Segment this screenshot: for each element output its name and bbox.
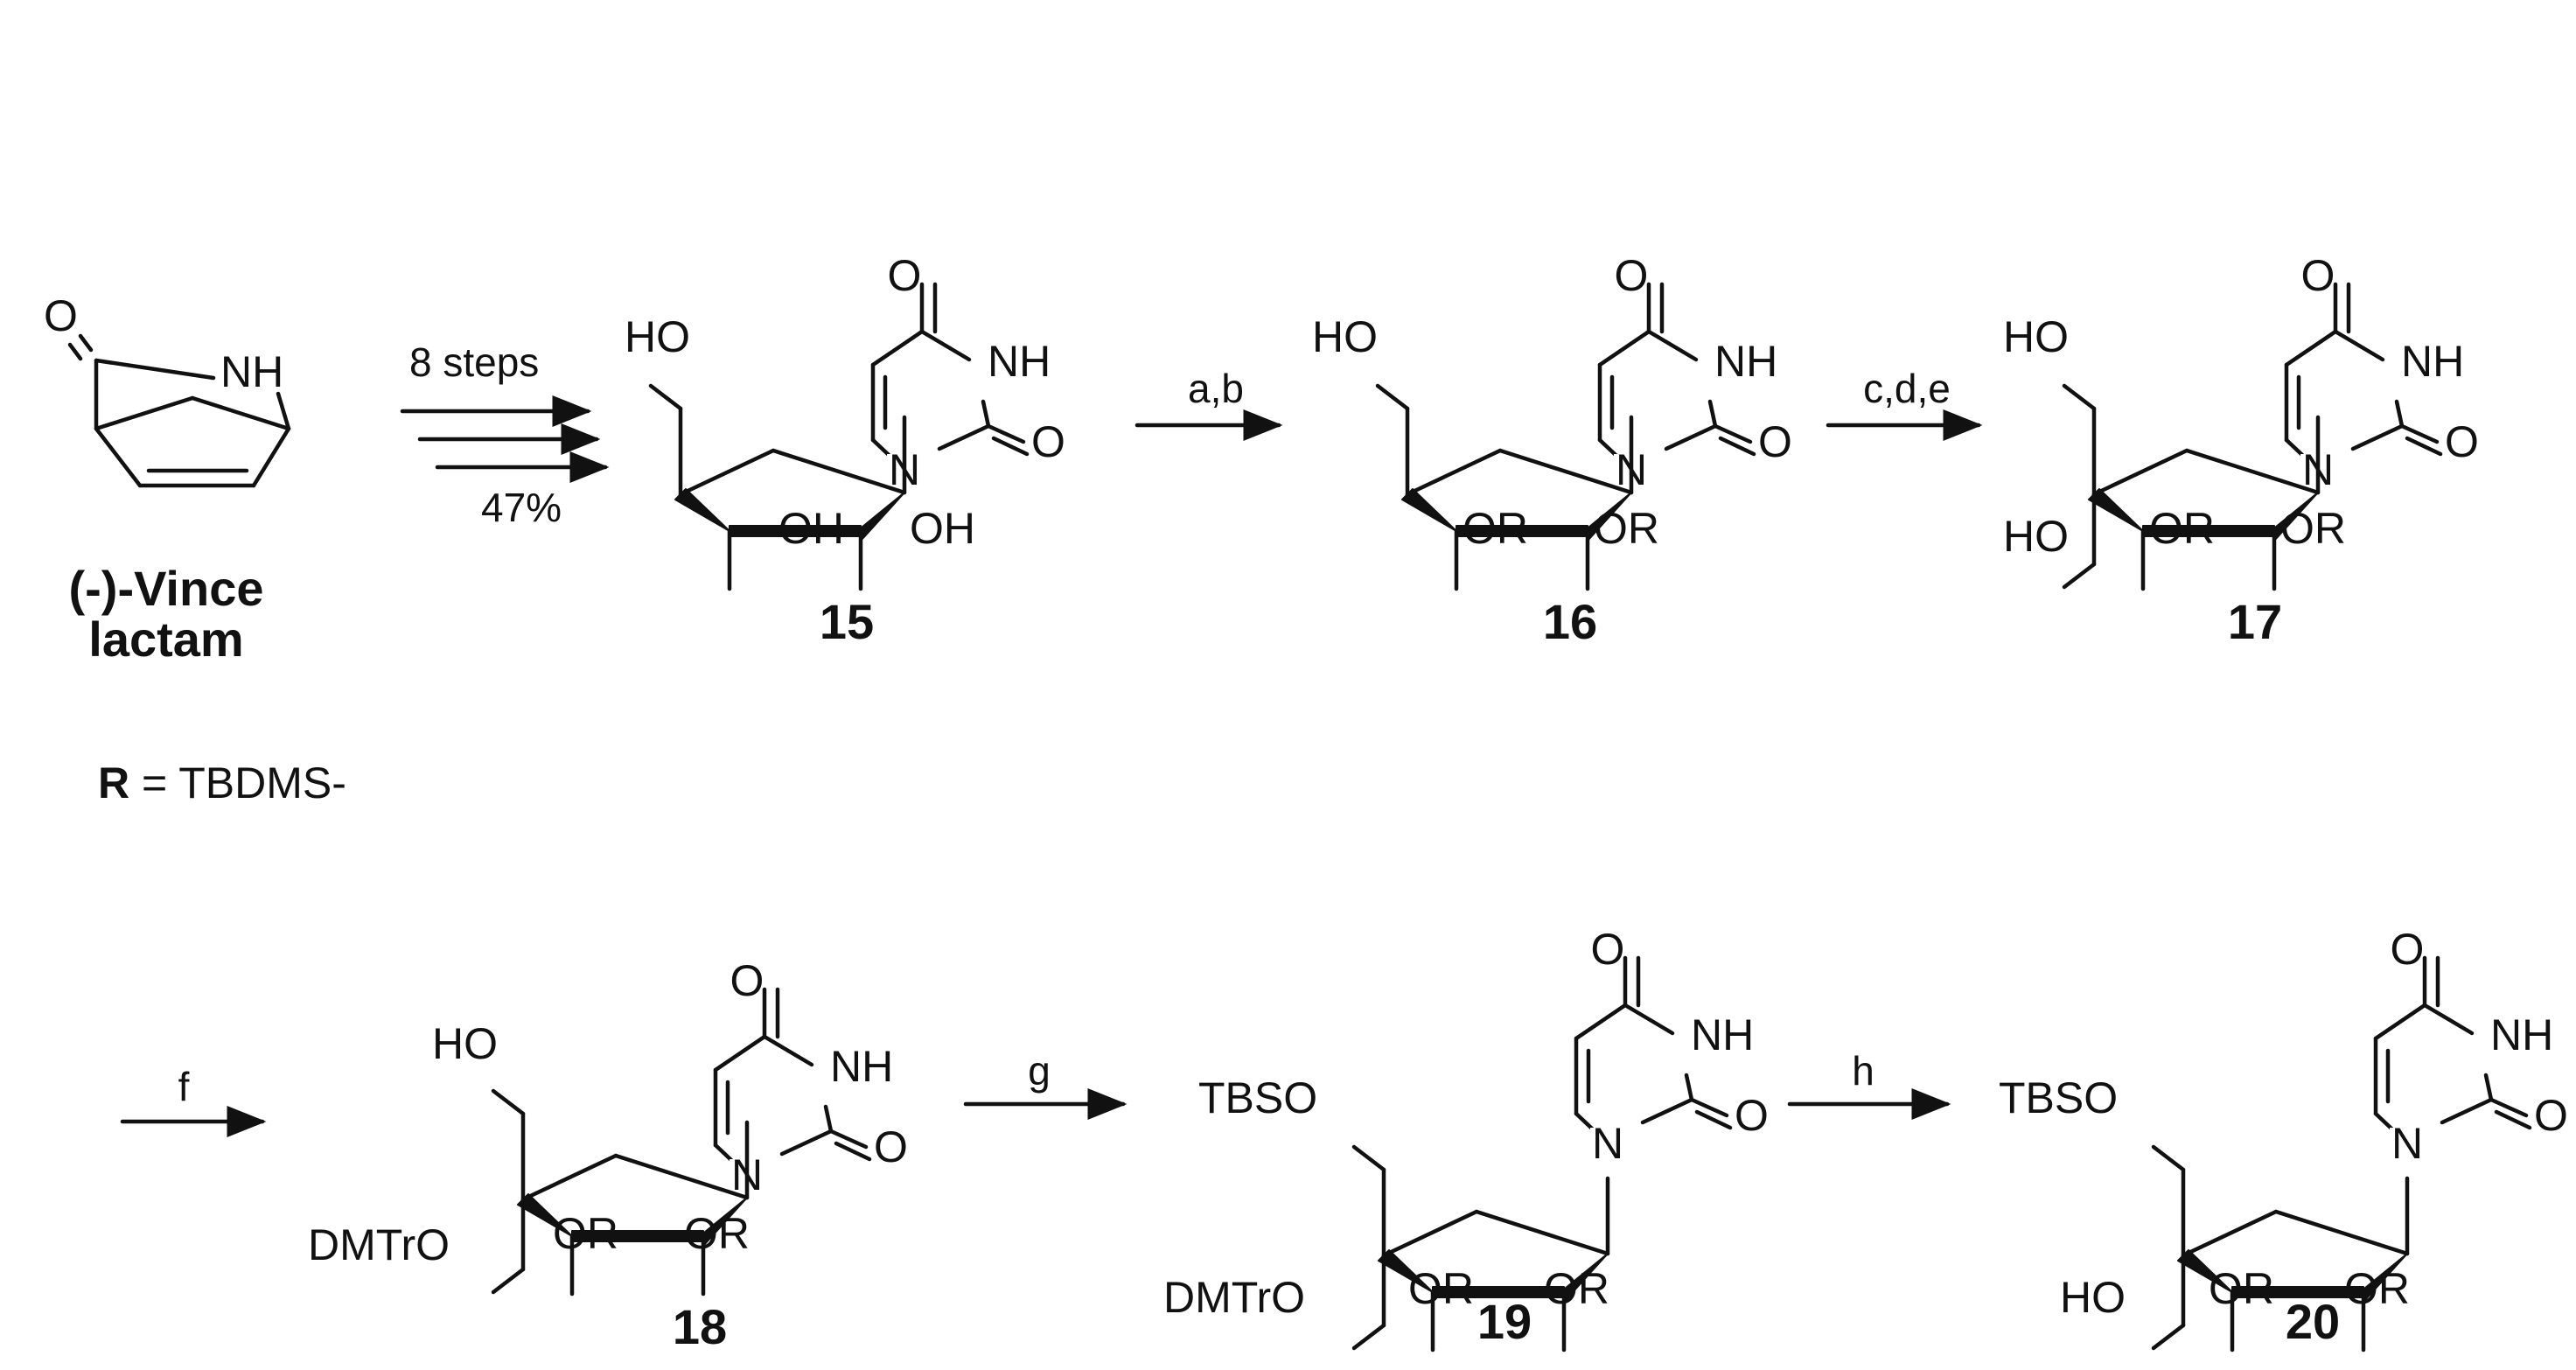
c18-or2-label: OR xyxy=(684,1209,750,1258)
compound-17: O NH O N HO HO OR OR 17 xyxy=(2003,251,2479,649)
c16-ho-label: HO xyxy=(1312,312,1378,361)
c20-n1-label: N xyxy=(2391,1119,2423,1168)
c18-or3-label: OR xyxy=(553,1209,618,1258)
compound-19-number: 19 xyxy=(1477,1294,1532,1349)
c16-or3-label: OR xyxy=(1463,504,1528,553)
c19-o2-label: O xyxy=(1735,1091,1769,1140)
c15-o2-label: O xyxy=(1031,417,1065,466)
arrow-cde: c,d,e xyxy=(1826,366,1983,441)
arrow-ab: a,b xyxy=(1134,366,1283,441)
compound-18-number: 18 xyxy=(673,1299,727,1354)
c15-o4-label: O xyxy=(888,251,922,300)
c17-o4-label: O xyxy=(2301,251,2335,300)
c17-nh-label: NH xyxy=(2401,337,2464,386)
c20-or3-label: OR xyxy=(2209,1264,2274,1313)
c19-o4-label: O xyxy=(1591,925,1625,974)
c19-dmtro-label: DMTrO xyxy=(1163,1273,1305,1322)
c15-ho-label: HO xyxy=(625,312,690,361)
arrow-g-label: g xyxy=(1028,1048,1051,1094)
arrow-g: g xyxy=(963,1048,1127,1120)
compound-16-number: 16 xyxy=(1543,594,1597,649)
arrow-cde-label: c,d,e xyxy=(1863,366,1951,411)
c19-or3-label: OR xyxy=(1408,1264,1474,1313)
c17-ho-top-label: HO xyxy=(2003,312,2069,361)
c16-nh-label: NH xyxy=(1714,337,1777,386)
vince-name-line2: lactam xyxy=(88,612,243,667)
c17-or3-label: OR xyxy=(2149,504,2215,553)
c16-o4-label: O xyxy=(1615,251,1649,300)
c18-nh-label: NH xyxy=(830,1042,893,1091)
c19-tbso-label: TBSO xyxy=(1198,1073,1317,1122)
arrow-ab-label: a,b xyxy=(1188,366,1244,411)
r-symbol: R xyxy=(98,758,129,807)
compound-15-number: 15 xyxy=(820,594,874,649)
c16-o2-label: O xyxy=(1758,417,1792,466)
vince-name-line1: (-)-Vince xyxy=(69,561,264,616)
vince-oxygen-label: O xyxy=(44,291,78,340)
arrow-8-steps-label: 8 steps xyxy=(409,339,539,385)
c20-or2-label: OR xyxy=(2344,1264,2410,1313)
arrow-h-label: h xyxy=(1852,1048,1874,1094)
arrow-f: f xyxy=(120,1064,267,1137)
compound-18: O NH O N HO DMTrO OR OR 18 xyxy=(308,956,908,1354)
c18-o4-label: O xyxy=(730,956,764,1005)
arrow-f-label: f xyxy=(178,1064,190,1109)
c17-o2-label: O xyxy=(2445,417,2479,466)
vince-lactam: O NH (-)-Vince lactam xyxy=(44,291,291,667)
c19-or2-label: OR xyxy=(1544,1264,1609,1313)
compound-19: O NH O N TBSO DMTrO OR OR 19 xyxy=(1163,925,1769,1350)
compound-16: O NH O N HO OR OR 16 xyxy=(1312,251,1792,649)
vince-nh-label: NH xyxy=(220,347,283,396)
c15-nh-label: NH xyxy=(988,337,1051,386)
c20-nh-label: NH xyxy=(2490,1010,2553,1059)
arrow-8-steps: 8 steps 47% xyxy=(400,339,610,530)
arrow-h: h xyxy=(1787,1048,1951,1120)
c17-or2-label: OR xyxy=(2280,504,2346,553)
compound-17-number: 17 xyxy=(2228,594,2282,649)
c20-ho-label: HO xyxy=(2060,1273,2126,1322)
c17-ho-bottom-label: HO xyxy=(2003,512,2069,561)
c19-n1-label: N xyxy=(1592,1119,1623,1168)
compound-15: O NH O N HO OH OH 15 xyxy=(625,251,1065,649)
compound-20: O NH O N TBSO HO OR OR 20 xyxy=(1999,925,2568,1350)
c18-o2-label: O xyxy=(874,1122,908,1171)
c20-o4-label: O xyxy=(2391,925,2425,974)
svg-text:R = TBDMS-: R = TBDMS- xyxy=(98,758,346,807)
c19-nh-label: NH xyxy=(1691,1010,1754,1059)
c15-oh3-label: OH xyxy=(778,504,844,553)
c18-dmtro-label: DMTrO xyxy=(308,1220,450,1269)
compound-20-number: 20 xyxy=(2286,1294,2340,1349)
r-definition: R = TBDMS- xyxy=(98,758,346,807)
c15-oh2-label: OH xyxy=(910,504,975,553)
c20-tbso-label: TBSO xyxy=(1999,1073,2118,1122)
r-meaning: = TBDMS- xyxy=(129,758,346,807)
c20-o2-label: O xyxy=(2534,1091,2568,1140)
arrow-8-steps-yield: 47% xyxy=(481,485,562,530)
c16-or2-label: OR xyxy=(1594,504,1659,553)
c18-ho-label: HO xyxy=(432,1019,498,1068)
